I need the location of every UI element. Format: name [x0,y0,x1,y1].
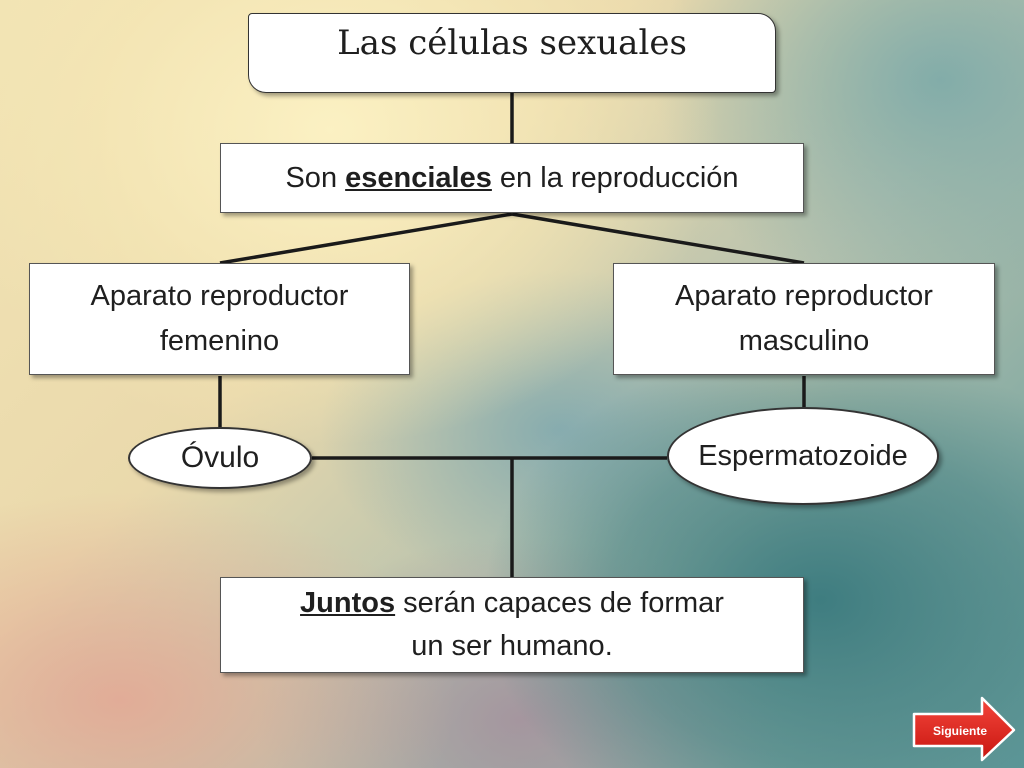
next-button[interactable]: Siguiente [912,696,1016,762]
female-system-line1: Aparato reproductor [90,280,349,312]
female-system-line2: femenino [159,325,280,357]
essential-text-before: Son [285,161,346,194]
essential-box: Son esenciales en la reproducción [220,143,804,213]
ovule-oval: Óvulo [128,427,312,489]
ovule-label: Óvulo [180,441,260,474]
connector-essential-to-female [219,212,513,265]
next-button-label: Siguiente [932,724,987,738]
together-text-rest: serán capaces de formar [395,587,724,619]
arrow-right-icon [912,696,1016,762]
together-emphasis: Juntos [300,587,396,619]
sperm-label: Espermatozoide [698,439,908,472]
together-box: Juntos serán capaces de formar un ser hu… [220,577,804,673]
title-box: Las células sexuales [248,13,776,93]
female-system-box: Aparato reproductor femenino [29,263,410,375]
connector-essential-to-male [511,212,805,265]
male-system-line2: masculino [738,325,870,357]
essential-text-after: en la reproducción [491,161,739,194]
male-system-box: Aparato reproductor masculino [613,263,995,375]
essential-emphasis: esenciales [345,161,492,194]
male-system-line1: Aparato reproductor [675,280,933,312]
diagram-title: Las células sexuales [337,23,687,63]
together-line2: un ser humano. [411,630,613,662]
sperm-oval: Espermatozoide [667,407,939,505]
